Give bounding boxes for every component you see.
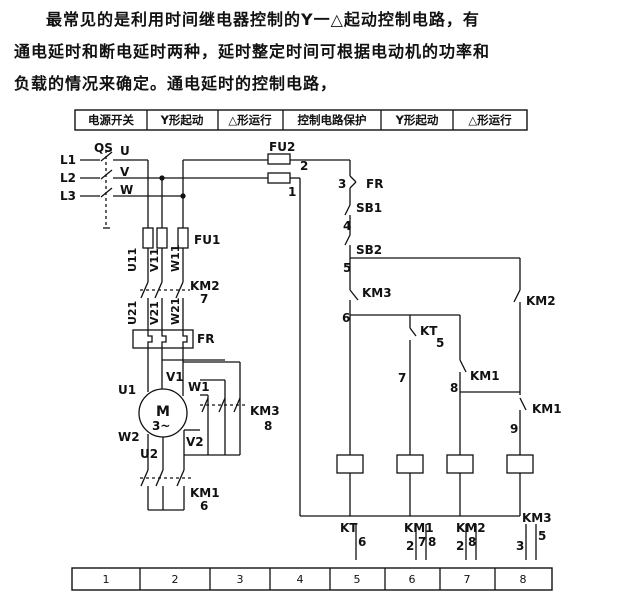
ref-km2-a: 2	[456, 539, 464, 553]
footer-cell: 5	[354, 573, 361, 586]
label-node-1: 1	[288, 185, 296, 199]
label-node-6: 6	[342, 311, 350, 325]
power-lines	[80, 150, 268, 229]
label-km3: KM3	[250, 404, 280, 418]
label-l2: L2	[60, 171, 76, 185]
label-km1-ref: 6	[200, 499, 208, 513]
label-km2-contact: KM2	[526, 294, 556, 308]
header-cell: △形运行	[228, 113, 272, 127]
km2-main-contacts	[140, 281, 190, 330]
label-kt-contact: KT	[420, 324, 438, 338]
label-motor-phase: 3~	[152, 419, 170, 433]
label-motor: M	[156, 404, 170, 420]
intro-paragraph: 最常见的是利用时间继电器控制的Y一△起动控制电路，有 通电延时和断电延时两种，延…	[14, 4, 620, 100]
fuse-fu1	[142, 227, 189, 282]
label-u: U	[120, 144, 130, 158]
label-v21: V21	[148, 301, 161, 325]
header-cell: △形运行	[468, 113, 512, 127]
header-cell: Y形起动	[160, 113, 204, 127]
thermal-relay-fr	[132, 329, 194, 375]
label-u2: U2	[140, 447, 158, 461]
label-kt-ref: 5	[436, 336, 444, 350]
footer-cell: 2	[172, 573, 179, 586]
label-node-7: 7	[398, 371, 406, 385]
label-u1: U1	[118, 383, 136, 397]
label-coil-km1: KM1	[404, 521, 434, 535]
label-coil-kt: KT	[340, 521, 358, 535]
ref-km2-b: 8	[468, 535, 476, 549]
label-sb2: SB2	[356, 243, 382, 257]
label-v: V	[120, 165, 130, 179]
label-u11: U11	[126, 248, 139, 272]
ref-km1-c: 8	[428, 535, 436, 549]
intro-line-2: 通电延时和断电延时两种，延时整定时间可根据电动机的功率和	[14, 42, 491, 61]
header-cell: Y形起动	[395, 113, 439, 127]
label-fr-contact: FR	[366, 177, 383, 191]
footer-cell: 3	[237, 573, 244, 586]
header-cell: 控制电路保护	[298, 113, 367, 127]
label-sb1: SB1	[356, 201, 382, 215]
label-l3: L3	[60, 189, 76, 203]
motor-m	[138, 360, 200, 470]
label-fu1: FU1	[194, 233, 220, 247]
function-header-table	[74, 109, 528, 131]
label-qs: QS	[94, 141, 113, 155]
label-km1: KM1	[190, 486, 220, 500]
control-circuit	[300, 160, 534, 517]
label-node-3: 3	[338, 177, 346, 191]
label-coil-km2: KM2	[456, 521, 486, 535]
label-w1: W1	[188, 380, 210, 394]
km3-main-contacts	[162, 359, 246, 456]
ref-km1-a: 2	[406, 539, 414, 553]
footer-cell: 1	[103, 573, 110, 586]
label-node-5: 5	[343, 261, 351, 275]
intro-line-3: 负载的情况来确定。通电延时的控制电路，	[14, 74, 338, 93]
fuse-fu2	[267, 153, 350, 516]
footer-cell: 7	[464, 573, 471, 586]
km1-main-contacts	[140, 469, 192, 511]
label-km2: KM2	[190, 279, 220, 293]
label-km3-contact: KM3	[362, 286, 392, 300]
footer-cell: 4	[297, 573, 304, 586]
label-u21: U21	[126, 301, 139, 325]
label-v2: V2	[186, 435, 204, 449]
label-w: W	[120, 183, 133, 197]
intro-line-1: 最常见的是利用时间继电器控制的Y一△起动控制电路，有	[46, 10, 480, 29]
footer-cell: 8	[520, 573, 527, 586]
footer-cell: 6	[409, 573, 416, 586]
label-node-4: 4	[343, 219, 351, 233]
label-w21: W21	[169, 298, 182, 325]
header-cell: 电源开关	[88, 113, 134, 127]
label-coil-km3: KM3	[522, 511, 552, 525]
label-km1-contact-2: KM1	[532, 402, 562, 416]
ref-km3-b: 5	[538, 529, 546, 543]
label-v1: V1	[166, 370, 184, 384]
ref-kt: 6	[358, 535, 366, 549]
label-km3-ref: 8	[264, 419, 272, 433]
ref-km3-a: 3	[516, 539, 524, 553]
label-node-9: 9	[510, 422, 518, 436]
label-node-8: 8	[450, 381, 458, 395]
label-w2: W2	[118, 430, 140, 444]
label-l1: L1	[60, 153, 76, 167]
label-km1-contact: KM1	[470, 369, 500, 383]
contact-reference-marks	[355, 524, 537, 560]
label-node-2: 2	[300, 159, 308, 173]
ref-km1-b: 7	[418, 535, 426, 549]
label-km2-ref: 7	[200, 292, 208, 306]
label-fu2: FU2	[269, 140, 295, 154]
label-w11: W11	[169, 245, 182, 272]
label-fr: FR	[197, 332, 214, 346]
column-number-bar	[71, 567, 553, 591]
label-v11: V11	[148, 248, 161, 272]
